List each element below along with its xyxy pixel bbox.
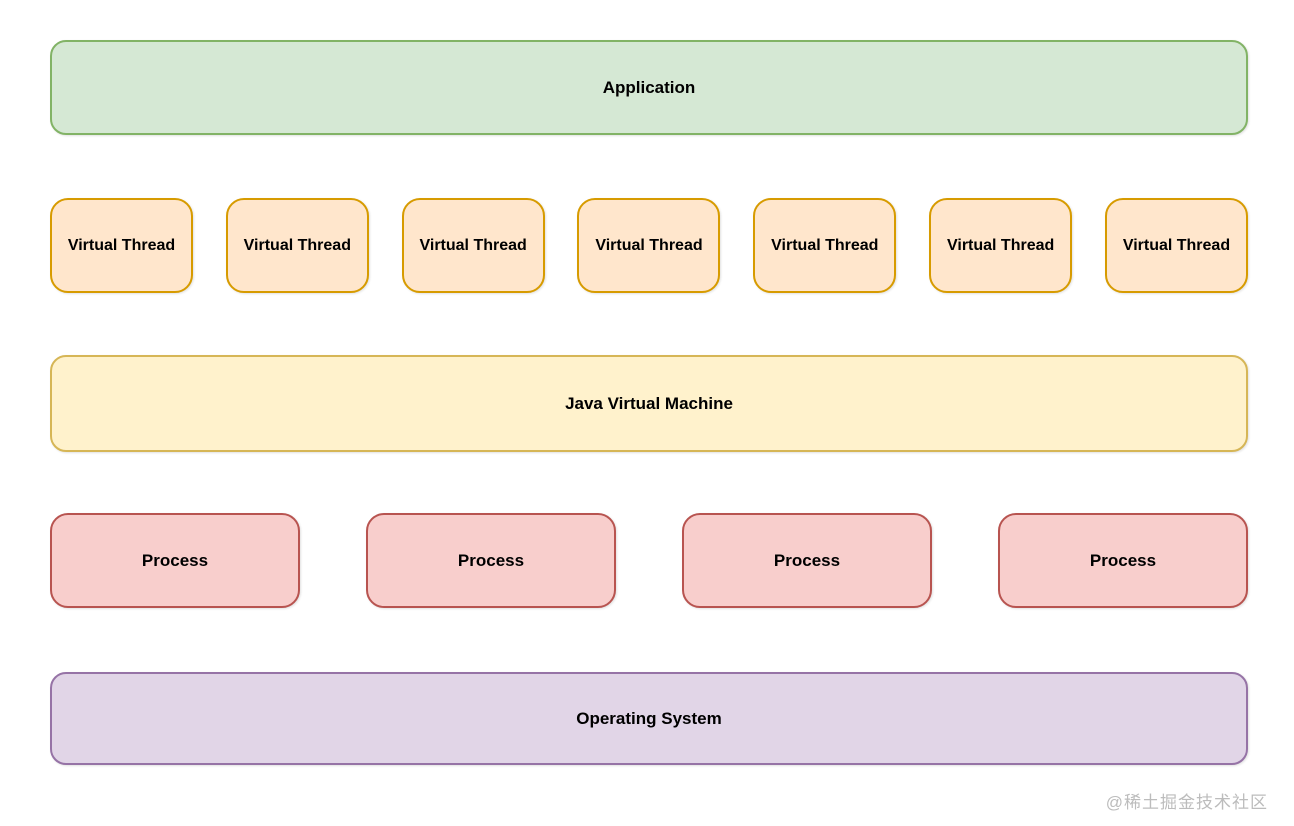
- virtual-thread-box: Virtual Thread: [929, 198, 1073, 293]
- virtual-thread-box: Virtual Thread: [401, 198, 545, 293]
- virtual-thread-box: Virtual Thread: [50, 198, 193, 293]
- application-label: Application: [602, 77, 696, 97]
- process-label: Process: [141, 550, 209, 570]
- process-box: Process: [50, 513, 300, 608]
- virtual-thread-box: Virtual Thread: [1104, 198, 1248, 293]
- virtual-thread-label: Virtual Thread: [946, 236, 1055, 254]
- process-row: Process Process Process Process: [50, 513, 1248, 608]
- virtual-thread-row: Virtual Thread Virtual Thread Virtual Th…: [50, 198, 1248, 293]
- jvm-layer-box: Java Virtual Machine: [50, 355, 1248, 452]
- process-box: Process: [998, 513, 1248, 608]
- application-layer-box: Application: [50, 40, 1248, 135]
- virtual-thread-box: Virtual Thread: [753, 198, 897, 293]
- virtual-thread-box: Virtual Thread: [225, 198, 369, 293]
- virtual-thread-box: Virtual Thread: [577, 198, 721, 293]
- process-label: Process: [1089, 550, 1157, 570]
- watermark: @稀土掘金技术社区: [1105, 793, 1268, 812]
- process-box: Process: [682, 513, 932, 608]
- virtual-thread-label: Virtual Thread: [67, 236, 176, 254]
- virtual-thread-label: Virtual Thread: [419, 236, 527, 254]
- virtual-thread-label: Virtual Thread: [1122, 236, 1231, 254]
- process-box: Process: [366, 513, 616, 608]
- virtual-thread-label: Virtual Thread: [771, 236, 879, 254]
- os-label: Operating System: [576, 708, 722, 728]
- process-label: Process: [773, 550, 841, 570]
- virtual-thread-label: Virtual Thread: [595, 236, 703, 254]
- os-layer-box: Operating System: [50, 672, 1248, 765]
- virtual-thread-label: Virtual Thread: [243, 236, 351, 254]
- process-label: Process: [457, 550, 525, 570]
- jvm-label: Java Virtual Machine: [565, 393, 733, 413]
